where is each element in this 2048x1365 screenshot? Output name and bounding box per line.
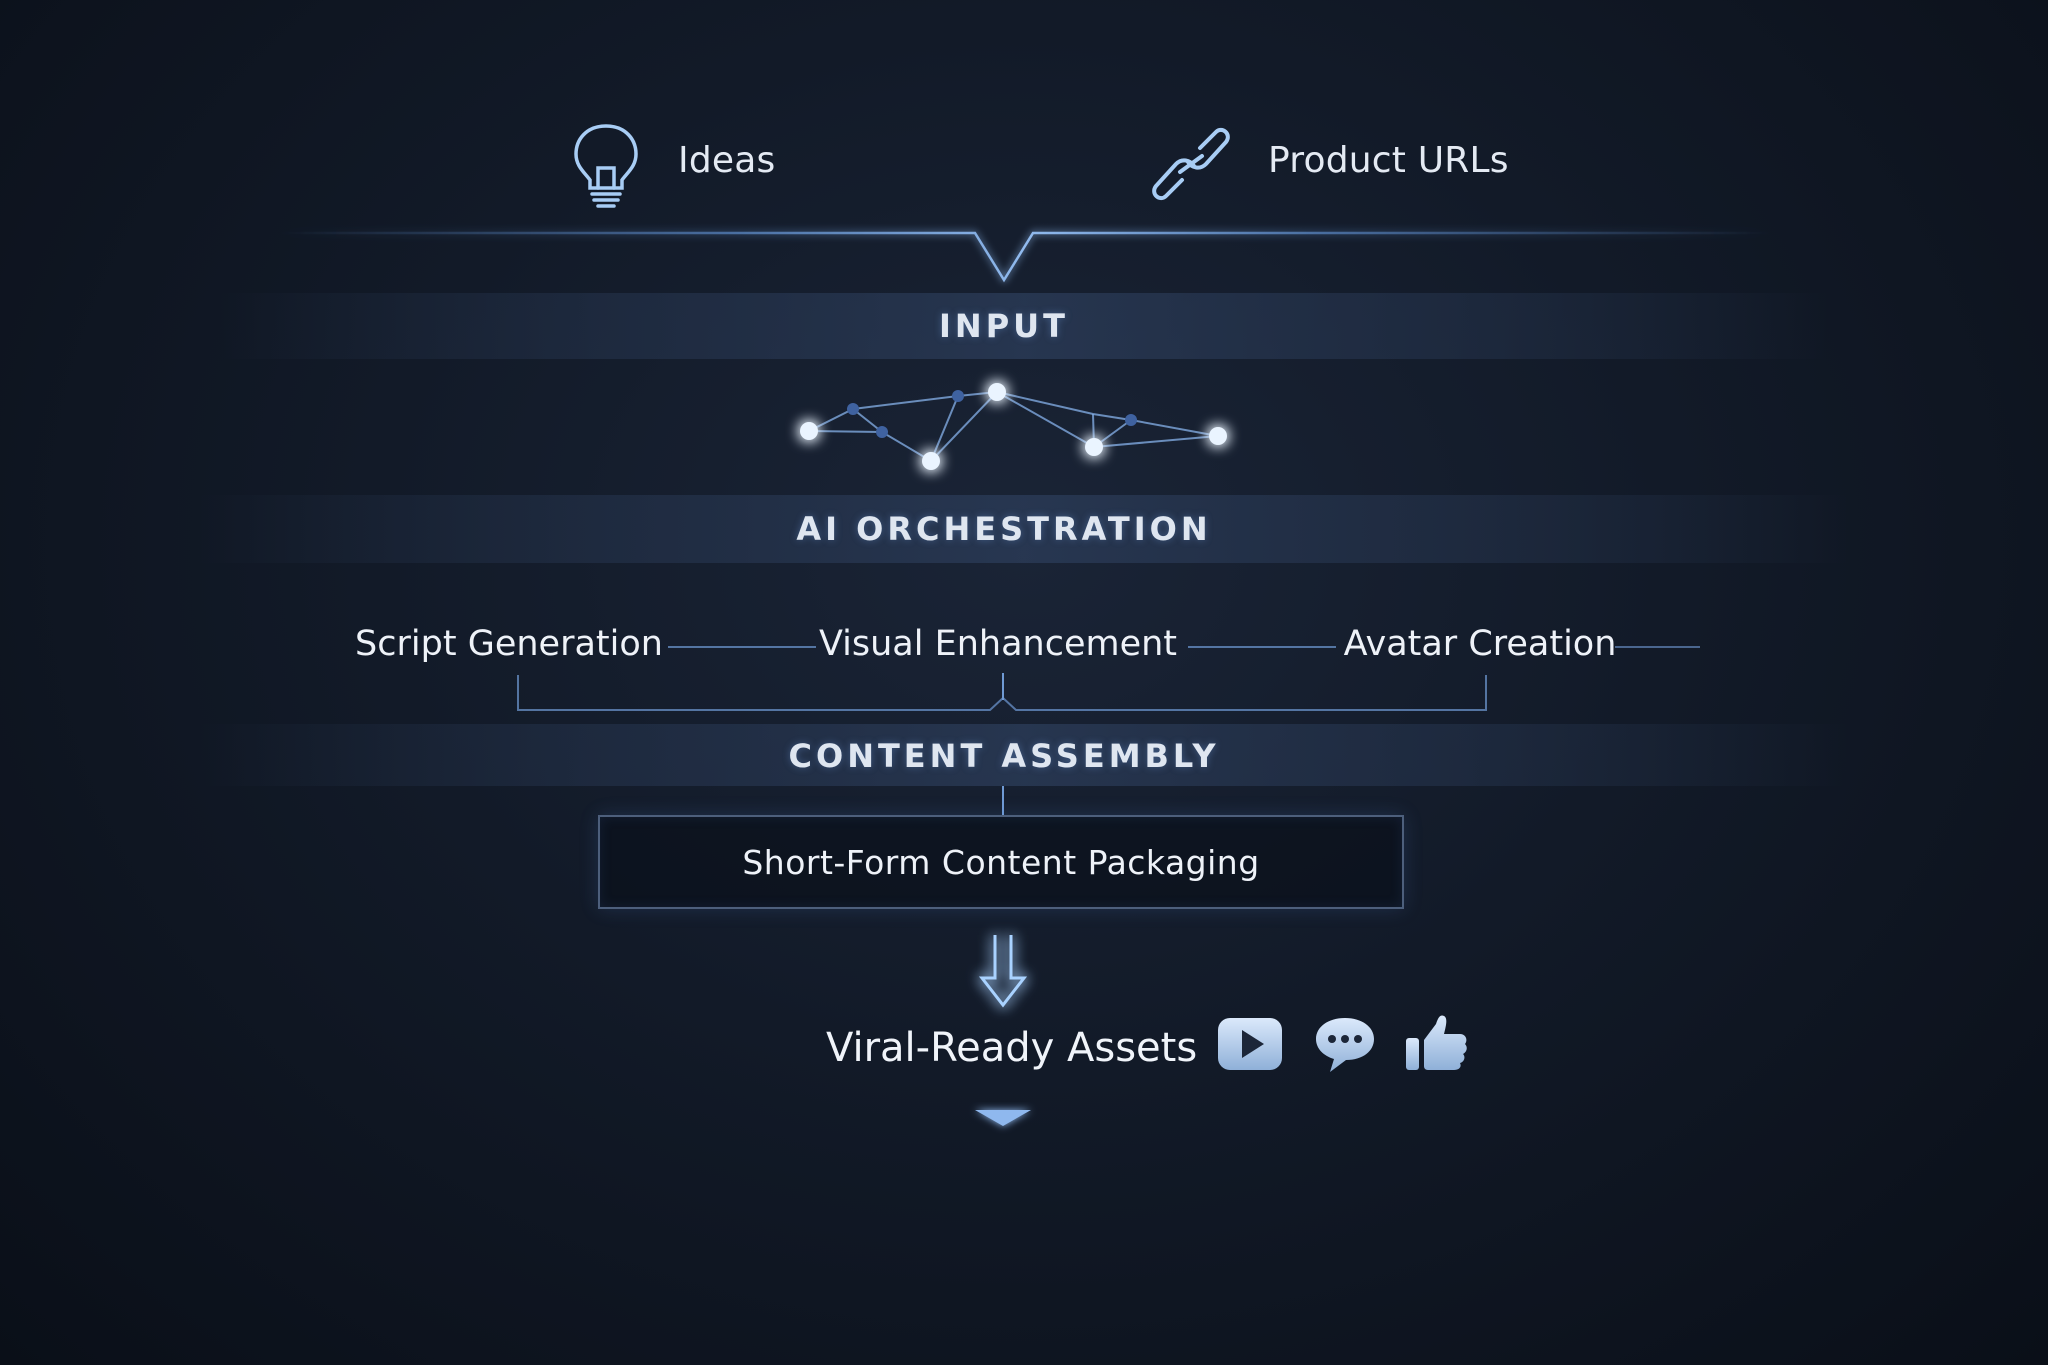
packaging-label: Short-Form Content Packaging [742,842,1260,882]
content-assembly-band [200,722,1848,815]
input-merge-connector [280,231,1770,283]
bottom-terminator [600,1109,1440,1126]
stage-visual-enhancement: Visual Enhancement [818,624,1178,664]
ai-orchestration-band-label: AI ORCHESTRATION [796,510,1212,548]
input-product-urls-label: Product URLs [1268,140,1509,181]
short-form-packaging-box: Short-Form Content Packaging [598,815,1404,909]
lightbulb-icon [570,120,642,216]
comment-bubble-icon [1312,1014,1378,1080]
input-band [220,291,1828,360]
stage-script-generation: Script Generation [355,624,663,664]
link-icon [1148,126,1234,206]
thumbs-up-icon [1404,1012,1470,1078]
stage-avatar-creation: Avatar Creation [1343,624,1617,664]
input-ideas-label: Ideas [678,140,776,181]
content-assembly-band-label: CONTENT ASSEMBLY [788,737,1220,775]
ai-network-graph [650,383,1350,470]
viral-ready-assets-label: Viral-Ready Assets [826,1025,1198,1071]
video-play-icon [1216,1016,1284,1076]
output-connector [180,935,1868,1008]
input-band-label: INPUT [939,307,1069,345]
ai-orchestration-band [200,493,1848,564]
stage-connectors [270,565,1700,711]
